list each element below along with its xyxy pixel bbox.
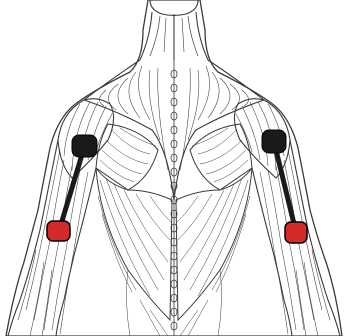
black-electrode: [72, 135, 97, 157]
red-electrode: [47, 221, 70, 241]
black-electrode: [262, 130, 286, 153]
red-electrode: [285, 222, 307, 243]
